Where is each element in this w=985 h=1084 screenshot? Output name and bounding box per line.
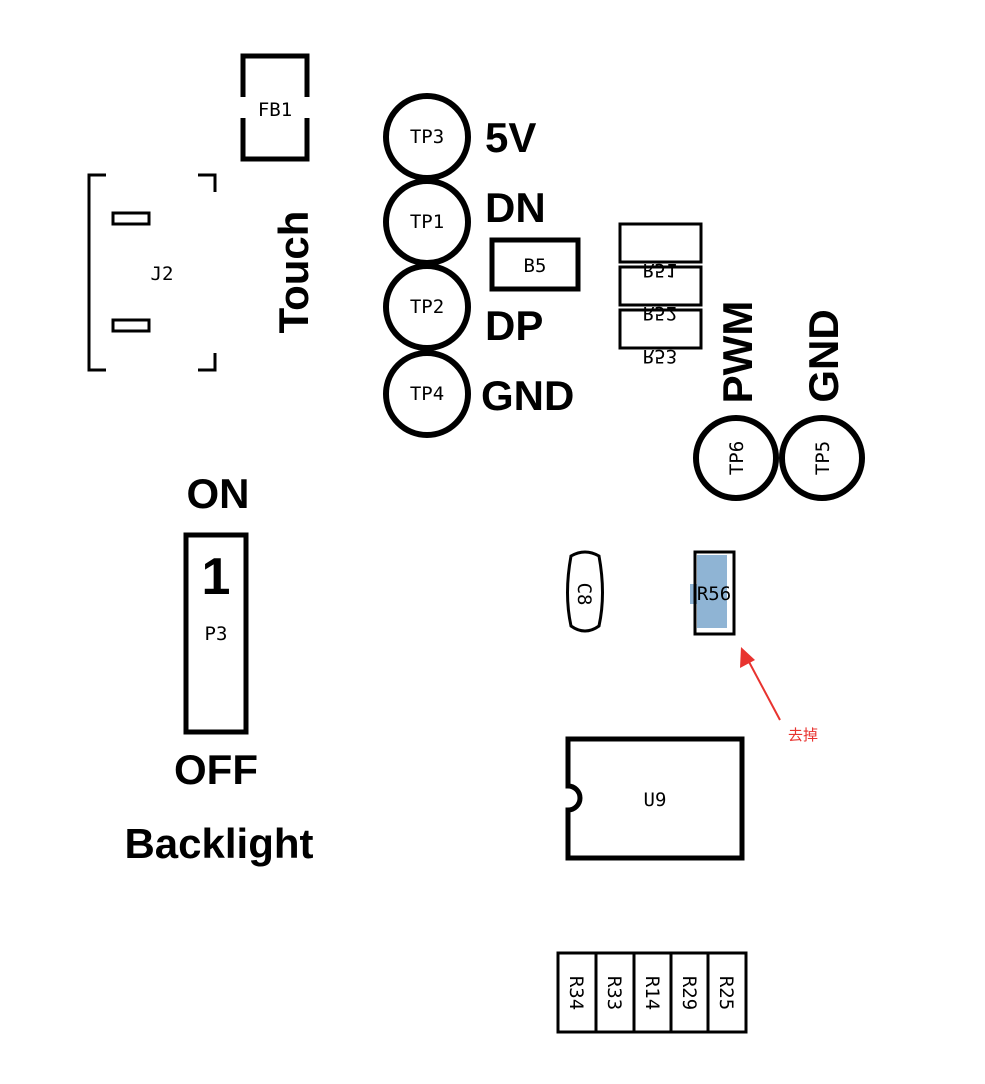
- tp4-label: TP4: [410, 383, 444, 405]
- c8-label: C8: [573, 583, 595, 606]
- tp6-test-point: TP6: [693, 415, 779, 501]
- r56-resistor: R56: [690, 550, 736, 636]
- u9-label: U9: [644, 789, 667, 811]
- j2-pad-2: [111, 318, 151, 333]
- tp2-label: TP2: [410, 296, 444, 318]
- r51-label: R51: [643, 259, 677, 281]
- gnd-right-label: GND: [800, 309, 847, 402]
- on-label: ON: [187, 470, 250, 517]
- off-label: OFF: [174, 746, 258, 793]
- annotation-arrow-line: [747, 659, 781, 721]
- j2-connector: J2: [87, 173, 217, 372]
- tp5-label: TP5: [812, 441, 834, 475]
- r56-label: R56: [697, 583, 731, 605]
- tp3-test-point: TP3: [383, 93, 471, 181]
- removal-annotation: 去掉: [740, 647, 818, 744]
- gnd-left-label: GND: [481, 372, 574, 419]
- r52-resistor: R52: [618, 265, 703, 324]
- u9-ic: U9: [565, 736, 745, 861]
- r52-label: R52: [643, 302, 677, 324]
- j2-label: J2: [151, 263, 174, 285]
- annotation-arrowhead: [740, 647, 755, 668]
- tp1-test-point: TP1: [383, 178, 471, 266]
- fb1-ferrite-bead: FB1: [240, 53, 310, 162]
- r29-label: R29: [678, 976, 700, 1010]
- fb1-label: FB1: [258, 99, 292, 121]
- tp2-test-point: TP2: [383, 263, 471, 351]
- annotation-note: 去掉: [788, 726, 818, 744]
- touch-label: Touch: [270, 211, 317, 334]
- tp1-label: TP1: [410, 211, 444, 233]
- tp6-label: TP6: [726, 441, 748, 475]
- r56-highlight: [697, 555, 727, 628]
- b5-label: B5: [524, 255, 547, 277]
- p3-switch: 1 P3: [183, 532, 249, 735]
- dp-label: DP: [485, 302, 543, 349]
- r33-label: R33: [603, 976, 625, 1010]
- tp4-test-point: TP4: [383, 350, 471, 438]
- r53-label: R53: [643, 345, 677, 367]
- c8-capacitor: C8: [566, 550, 604, 633]
- tp3-label: TP3: [410, 126, 444, 148]
- 5v-label: 5V: [485, 114, 536, 161]
- dn-label: DN: [485, 184, 546, 231]
- resistor-array: R34 R33 R14 R29 R25: [556, 951, 748, 1034]
- tp5-test-point: TP5: [779, 415, 865, 501]
- r34-label: R34: [565, 976, 587, 1010]
- j2-pad-1: [111, 211, 151, 226]
- r51-resistor: R51: [618, 222, 703, 281]
- r14-label: R14: [641, 976, 663, 1010]
- backlight-label: Backlight: [124, 820, 313, 867]
- p3-pin-one-marker: 1: [202, 548, 231, 606]
- p3-label: P3: [205, 623, 228, 645]
- b5-component: B5: [489, 237, 581, 292]
- r53-resistor: R53: [618, 308, 703, 367]
- pwm-label: PWM: [714, 301, 761, 404]
- r25-label: R25: [715, 976, 737, 1010]
